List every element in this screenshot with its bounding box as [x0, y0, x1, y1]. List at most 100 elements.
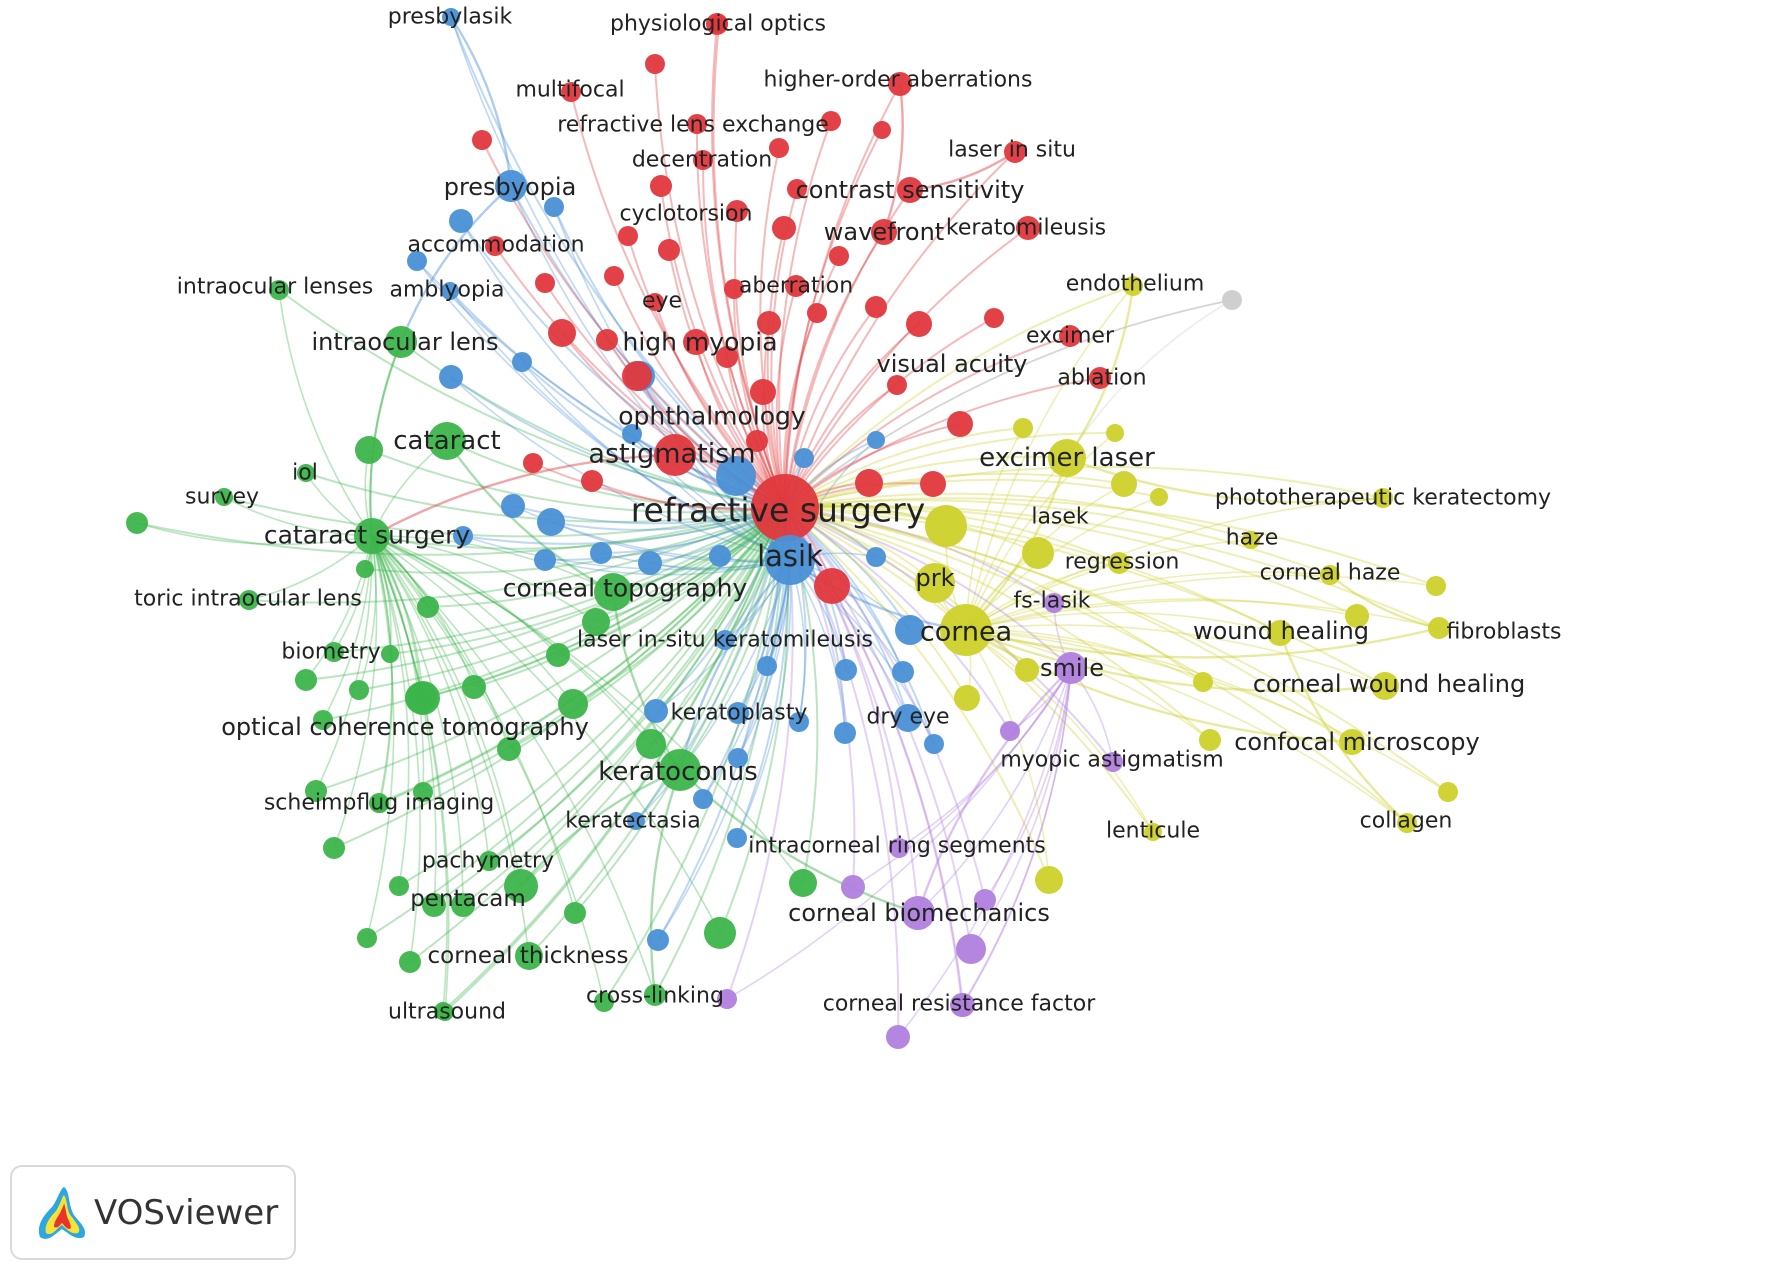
network-node[interactable] [618, 226, 638, 246]
network-node[interactable] [558, 689, 588, 719]
network-node[interactable] [645, 54, 665, 74]
network-node[interactable] [658, 239, 680, 261]
network-node[interactable] [835, 659, 857, 681]
network-node[interactable] [887, 375, 907, 395]
node-keratoconus[interactable] [659, 749, 701, 791]
node-corneal-haze[interactable] [1320, 565, 1340, 585]
node-laser-in-situ-keratomileusis[interactable] [715, 630, 735, 650]
network-node[interactable] [636, 729, 666, 759]
node-corneal-thickness[interactable] [515, 942, 543, 970]
node-pentacam[interactable] [504, 869, 538, 903]
node-presbylasik[interactable] [442, 8, 460, 26]
network-node[interactable] [497, 737, 521, 761]
network-node[interactable] [422, 893, 446, 917]
network-node[interactable] [355, 436, 383, 464]
network-node[interactable] [924, 734, 944, 754]
node-excimer-laser[interactable] [1048, 439, 1086, 477]
network-node[interactable] [717, 989, 737, 1009]
node-ophthalmology[interactable] [622, 361, 652, 391]
network-node[interactable] [1015, 658, 1039, 682]
network-node[interactable] [485, 236, 505, 256]
network-node[interactable] [389, 876, 409, 896]
node-corneal-resistance-factor[interactable] [950, 993, 974, 1017]
network-node[interactable] [1193, 672, 1213, 692]
network-node[interactable] [866, 547, 886, 567]
network-node[interactable] [512, 352, 532, 372]
node-presbyopia[interactable] [495, 170, 527, 202]
network-node[interactable] [1150, 488, 1168, 506]
node-haze[interactable] [1242, 531, 1260, 549]
network-node[interactable] [1035, 866, 1063, 894]
node-corneal-biomechanics[interactable] [901, 896, 935, 930]
network-node[interactable] [449, 209, 473, 233]
network-node[interactable] [865, 296, 887, 318]
node-keratectasia[interactable] [627, 812, 645, 830]
node-myopic-astigmatism[interactable] [1103, 752, 1123, 772]
network-node[interactable] [873, 121, 891, 139]
network-node[interactable] [867, 431, 885, 449]
network-node[interactable] [622, 424, 642, 444]
node-refractive-lens-exchange[interactable] [687, 114, 707, 134]
node-intracorneal-ring-segments[interactable] [889, 838, 909, 858]
network-node[interactable] [789, 869, 817, 897]
node-scheimpflug-imaging[interactable] [371, 795, 389, 813]
node-physiological-optics[interactable] [706, 13, 728, 35]
node-astigmatism[interactable] [654, 434, 696, 476]
network-node[interactable] [841, 875, 865, 899]
network-node[interactable] [564, 902, 586, 924]
node-ultrasound[interactable] [436, 1003, 454, 1021]
network-node[interactable] [855, 469, 883, 497]
network-node[interactable] [381, 645, 399, 663]
network-node[interactable] [1013, 418, 1033, 438]
network-node[interactable] [596, 329, 618, 351]
network-node[interactable] [716, 456, 756, 496]
node-cataract-surgery[interactable] [354, 518, 390, 554]
node-keratomileusis[interactable] [1016, 216, 1040, 240]
node-high-myopia[interactable] [683, 329, 709, 355]
network-node[interactable] [582, 608, 610, 636]
network-node[interactable] [453, 526, 473, 546]
network-node[interactable] [417, 596, 439, 618]
network-node[interactable] [295, 669, 317, 691]
network-node[interactable] [787, 179, 807, 199]
network-node[interactable] [581, 470, 603, 492]
network-node[interactable] [750, 379, 776, 405]
network-node[interactable] [472, 130, 492, 150]
network-node[interactable] [546, 643, 570, 667]
network-node[interactable] [834, 722, 856, 744]
network-node[interactable] [126, 512, 148, 534]
network-node[interactable] [1106, 424, 1124, 442]
network-node[interactable] [650, 175, 672, 197]
network-node[interactable] [716, 346, 738, 368]
network-node[interactable] [501, 494, 525, 518]
node-wound-healing[interactable] [1267, 620, 1293, 646]
network-node[interactable] [807, 303, 827, 323]
node-lenticule[interactable] [1144, 823, 1162, 841]
network-node[interactable] [451, 893, 475, 917]
network-node[interactable] [638, 551, 662, 575]
network-node[interactable] [925, 505, 967, 547]
node-cyclotorsion[interactable] [726, 200, 748, 222]
node-intraocular-lenses[interactable] [269, 280, 289, 300]
network-node[interactable] [534, 549, 556, 571]
network-node[interactable] [984, 308, 1004, 328]
node-endothelium[interactable] [1123, 276, 1143, 296]
network-node[interactable] [1426, 576, 1446, 596]
network-node[interactable] [728, 748, 748, 768]
node-cornea[interactable] [940, 604, 992, 656]
network-node[interactable] [821, 111, 841, 131]
node-cataract[interactable] [428, 422, 466, 460]
network-node[interactable] [727, 828, 747, 848]
network-node[interactable] [709, 545, 731, 567]
network-node[interactable] [757, 656, 777, 676]
network-node[interactable] [305, 780, 327, 802]
node-cross-linking[interactable] [644, 984, 666, 1006]
network-node[interactable] [789, 712, 809, 732]
network-node[interactable] [947, 411, 973, 437]
network-node[interactable] [357, 928, 377, 948]
node-accommodation[interactable] [407, 251, 427, 271]
network-node[interactable] [772, 216, 796, 240]
network-node[interactable] [746, 430, 768, 452]
node-excimer[interactable] [1059, 325, 1081, 347]
